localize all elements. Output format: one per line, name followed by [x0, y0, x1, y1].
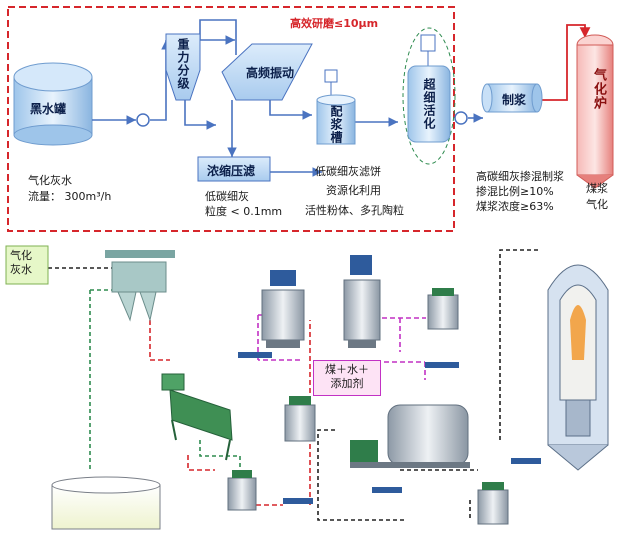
- vibration-label: 高频振动: [246, 66, 295, 80]
- coal-text-1: 高碳细灰掺混制浆: [476, 170, 564, 183]
- fine-text-2: 粒度 < 0.1mm: [205, 205, 283, 218]
- feed-text-1: 气化灰水: [28, 174, 72, 187]
- gray-water-label: 气化 灰水: [10, 249, 32, 276]
- black-water-tank-icon: [13, 62, 93, 146]
- screw-pump-icon: [425, 362, 459, 368]
- activation-label: 超细活化: [422, 78, 436, 130]
- gasifier-cutaway-icon: [547, 264, 609, 471]
- gravity-classifier-icon: [165, 33, 201, 101]
- additive-text-1: 煤＋水＋: [325, 363, 369, 376]
- screw-pump-icon: [238, 352, 272, 358]
- cake-text-1: 低碳细灰滤饼: [315, 165, 381, 178]
- tank-label: 黑水罐: [30, 102, 67, 116]
- slurry-mixing-tank-icon: [316, 69, 356, 145]
- slurry-tank-label: 配浆槽: [329, 105, 343, 144]
- fine-text-1: 低碳细灰: [205, 190, 249, 203]
- thickener-label: 浓缩压滤: [207, 164, 256, 178]
- settling-tank-icon: [51, 476, 161, 530]
- agitator-tank-icon: [284, 396, 316, 442]
- pulping-tank-icon: [481, 83, 543, 113]
- agitator-tank-icon: [427, 288, 459, 330]
- slurry-out-text-2: 气化: [586, 198, 608, 211]
- gasifier-icon: [576, 34, 614, 189]
- thickener-press-icon: [197, 156, 271, 182]
- feed-text-2: 流量： 300m³/h: [28, 190, 112, 203]
- pump-icon: [454, 111, 468, 125]
- activation-mill-icon: [402, 27, 456, 165]
- vertical-mill-icon: [343, 255, 381, 348]
- screw-pump-icon: [372, 487, 402, 493]
- screw-pump-icon: [283, 498, 313, 504]
- zone-title: 高效研磨≤10μm: [290, 17, 379, 30]
- pump-icon: [136, 113, 150, 127]
- slurry-out-text-1: 煤浆: [586, 182, 608, 195]
- cake-text-3: 活性粉体、多孔陶粒: [305, 204, 404, 217]
- vibrating-screen-icon: [161, 373, 233, 461]
- hydrocyclone-icon: [105, 250, 175, 322]
- ball-mill-icon: [350, 404, 470, 468]
- agitator-tank-icon: [477, 482, 509, 525]
- agitator-tank-icon: [227, 470, 257, 511]
- gray-water-box: [5, 245, 49, 285]
- high-efficiency-zone-frame: [7, 6, 455, 232]
- gravity-label: 重力分级: [176, 38, 190, 90]
- vibration-screen-icon: [221, 43, 313, 101]
- vertical-mill-icon: [261, 270, 305, 348]
- gasifier-label: 气化炉: [591, 68, 606, 110]
- cake-text-2: 资源化利用: [326, 184, 381, 197]
- additive-box: 煤＋水＋ 添加剂: [313, 360, 381, 396]
- screw-pump-icon: [511, 458, 541, 464]
- additive-text-2: 添加剂: [330, 377, 364, 390]
- pulping-label: 制浆: [502, 93, 527, 107]
- coal-text-2: 掺混比例≥10%: [476, 185, 554, 198]
- coal-text-3: 煤浆浓度≥63%: [476, 200, 554, 213]
